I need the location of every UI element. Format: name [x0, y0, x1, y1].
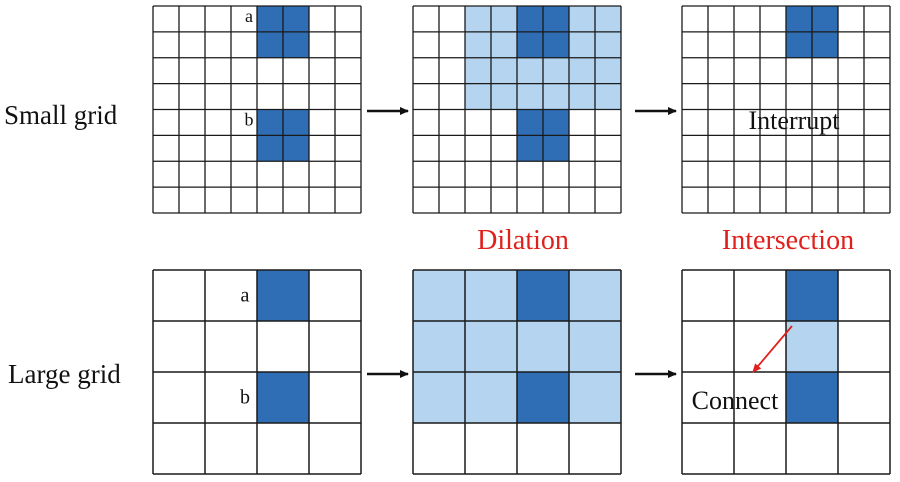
light-cell [569, 372, 621, 423]
light-cell [595, 57, 621, 84]
light-cell [569, 270, 621, 321]
light-cell [517, 83, 543, 110]
light-cell [569, 31, 595, 58]
cell-mark-a: a [245, 6, 253, 26]
dark-cell [517, 109, 543, 136]
annotation-connect: Connect [692, 386, 779, 415]
light-cell [465, 372, 517, 423]
dark-cell [517, 372, 569, 423]
dark-cell [812, 31, 838, 58]
row-label-large-grid: Large grid [8, 359, 121, 389]
light-cell [413, 372, 465, 423]
light-cell [491, 57, 517, 84]
caption-intersection: Intersection [722, 225, 854, 256]
dark-cell [543, 135, 569, 162]
light-cell [517, 57, 543, 84]
light-cell [595, 6, 621, 32]
light-cell [595, 31, 621, 58]
dark-cell [517, 270, 569, 321]
dark-cell [257, 109, 283, 136]
cell-mark-b: b [240, 387, 250, 409]
light-cell [413, 321, 465, 372]
light-cell [491, 83, 517, 110]
small-grid-dilation [412, 5, 622, 214]
dark-cell [283, 6, 309, 32]
dark-cell [543, 109, 569, 136]
connect-arrow [752, 325, 793, 373]
light-cell [543, 57, 569, 84]
dark-cell [786, 372, 838, 423]
dark-cell [283, 109, 309, 136]
light-cell [465, 83, 491, 110]
dark-cell [812, 6, 838, 32]
dark-cell [257, 270, 309, 321]
caption-dilation: Dilation [477, 225, 569, 256]
light-cell [569, 83, 595, 110]
small-grid-input: ab [152, 5, 362, 214]
large-grid-input: ab [152, 269, 362, 475]
light-cell [517, 321, 569, 372]
dark-cell [517, 6, 543, 32]
light-cell [413, 270, 465, 321]
light-cell [569, 57, 595, 84]
small-grid-intersection [681, 5, 891, 214]
dark-cell [517, 135, 543, 162]
dark-cell [786, 6, 812, 32]
dark-cell [257, 6, 283, 32]
light-cell [465, 57, 491, 84]
large-grid-dilation [412, 269, 622, 475]
dark-cell [283, 135, 309, 162]
dark-cell [543, 6, 569, 32]
dark-cell [517, 31, 543, 58]
light-cell [465, 6, 491, 32]
light-cell [569, 321, 621, 372]
light-cell [595, 83, 621, 110]
cell-mark-b: b [245, 110, 254, 130]
dark-cell [257, 135, 283, 162]
dark-cell [543, 31, 569, 58]
row-label-small-grid: Small grid [4, 100, 118, 130]
cell-mark-a: a [241, 285, 250, 307]
light-cell [465, 321, 517, 372]
dark-cell [786, 31, 812, 58]
light-cell [491, 6, 517, 32]
dark-cell [257, 31, 283, 58]
dark-cell [257, 372, 309, 423]
dark-cell [786, 270, 838, 321]
light-cell [786, 321, 838, 372]
light-cell [465, 31, 491, 58]
dark-cell [283, 31, 309, 58]
light-cell [569, 6, 595, 32]
light-cell [465, 270, 517, 321]
annotation-interrupt: Interrupt [749, 106, 841, 135]
light-cell [491, 31, 517, 58]
light-cell [543, 83, 569, 110]
large-grid-intersection [681, 269, 891, 475]
